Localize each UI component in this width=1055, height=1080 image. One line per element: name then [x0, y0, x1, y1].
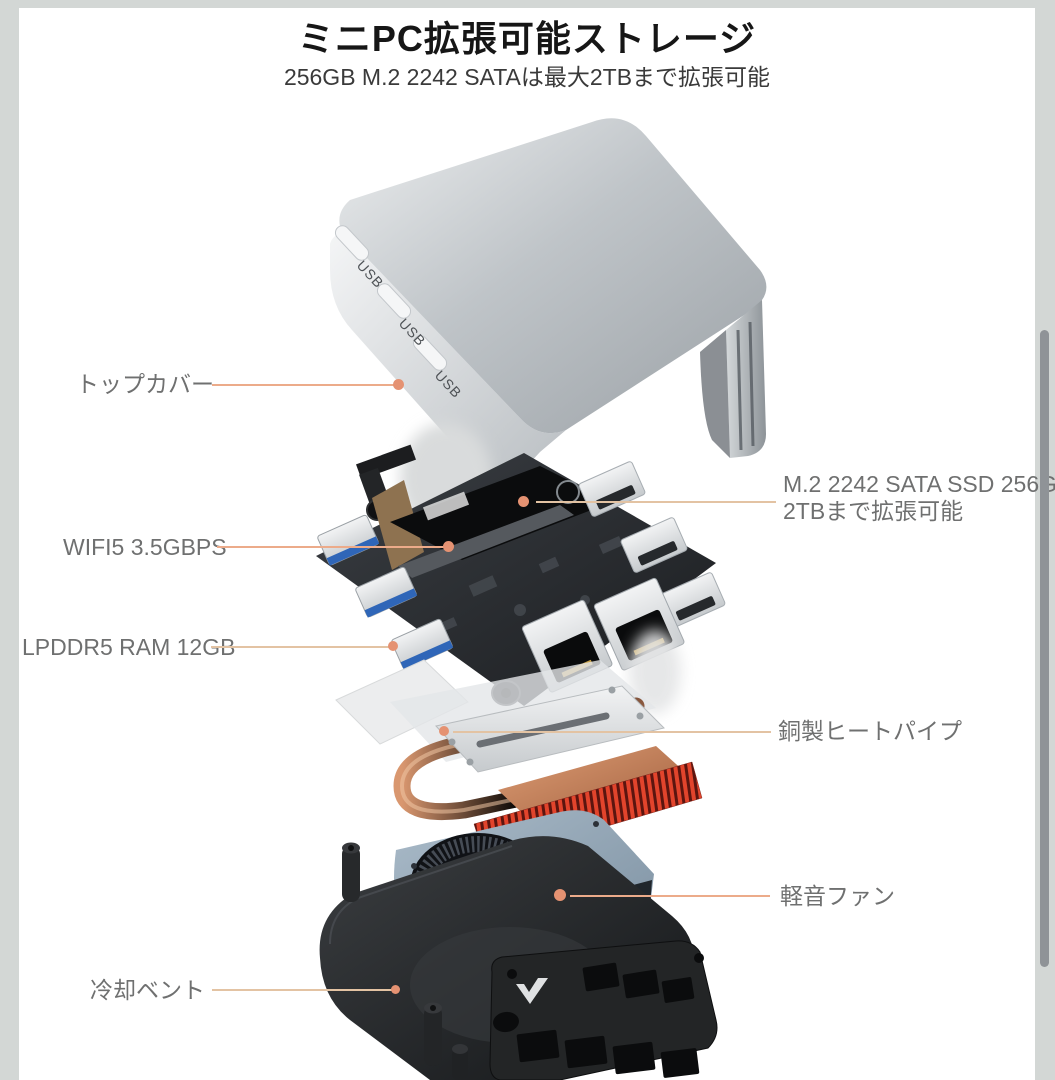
callout-vent: 冷却ベント [90, 977, 205, 1004]
wifi-label: WIFI5 3.5GBPS [63, 534, 227, 560]
blurred-cover-leg [629, 630, 681, 714]
usb3-port [391, 618, 454, 670]
fan-callout-dot [554, 889, 566, 901]
ssd-module [390, 466, 612, 578]
callout-ram: LPDDR5 RAM 12GB [22, 634, 235, 661]
io-bracket [489, 940, 718, 1080]
cold-plate-screws [448, 686, 644, 766]
brand-mark [516, 978, 548, 1004]
wifi-callout-dot [443, 541, 454, 552]
io-bracket-cutouts [493, 953, 704, 1078]
ssd-label-line1: M.2 2242 SATA SSD 256GB [783, 471, 1055, 497]
ram-callout-dot [388, 641, 398, 651]
page-subtitle: 256GB M.2 2242 SATAは最大2TBまで拡張可能 [283, 64, 771, 90]
ssd-label-line2: 2TBまで拡張可能 [783, 498, 964, 524]
usb3-port [355, 566, 418, 618]
standoff-posts [342, 842, 468, 1080]
callout-heat-pipe: 銅製ヒートパイプ [778, 718, 962, 745]
top-cover-callout-line [212, 384, 398, 386]
usb3-port [317, 514, 380, 566]
cold-plate-slot [476, 712, 610, 748]
copper-heat-pipe-highlight [399, 704, 646, 814]
top-cover: USB USB USB [330, 118, 767, 484]
scrollbar-thumb[interactable] [1040, 330, 1049, 967]
ssd-sticker [422, 491, 470, 521]
wifi-callout-line [217, 546, 445, 548]
hdmi-port [658, 572, 726, 628]
top-cover-right-leg [726, 300, 766, 458]
fan-label: 軽音ファン [780, 883, 895, 909]
vent-label: 冷却ベント [90, 977, 205, 1003]
ram-callout-line [211, 646, 391, 648]
callout-wifi: WIFI5 3.5GBPS [63, 534, 227, 561]
vent-callout-dot [391, 985, 400, 994]
callout-top-cover: トップカバー [76, 371, 214, 398]
heat-pipe-callout-dot [439, 726, 449, 736]
usb-port-slot [334, 225, 370, 261]
usb-port-slot [412, 335, 448, 371]
top-cover-callout-dot [393, 379, 404, 390]
top-cover-top-face [339, 118, 767, 434]
heat-pipe-callout-line [453, 731, 771, 733]
ram-slot [398, 505, 574, 578]
bottom-case [319, 836, 718, 1080]
fan-callout-line [570, 895, 770, 897]
ssd-callout-dot [518, 496, 529, 507]
callout-ssd: M.2 2242 SATA SSD 256GB 2TBまで拡張可能 [783, 471, 1055, 525]
hdmi-port [620, 517, 688, 573]
top-cover-label: トップカバー [76, 371, 214, 397]
vent-callout-line [212, 989, 394, 991]
callout-fan: 軽音ファン [780, 883, 895, 910]
leg-fins [736, 321, 755, 451]
page-title: ミニPC拡張可能ストレージ [297, 18, 757, 59]
ssd-badge [556, 480, 580, 504]
top-cover-leg-shadow [700, 330, 730, 458]
ram-label: LPDDR5 RAM 12GB [22, 634, 236, 660]
heat-pipe-label: 銅製ヒートパイプ [778, 718, 962, 744]
usb-port-slot [376, 283, 412, 319]
usb-ports-left [317, 514, 454, 670]
ssd-callout-line [536, 501, 776, 503]
